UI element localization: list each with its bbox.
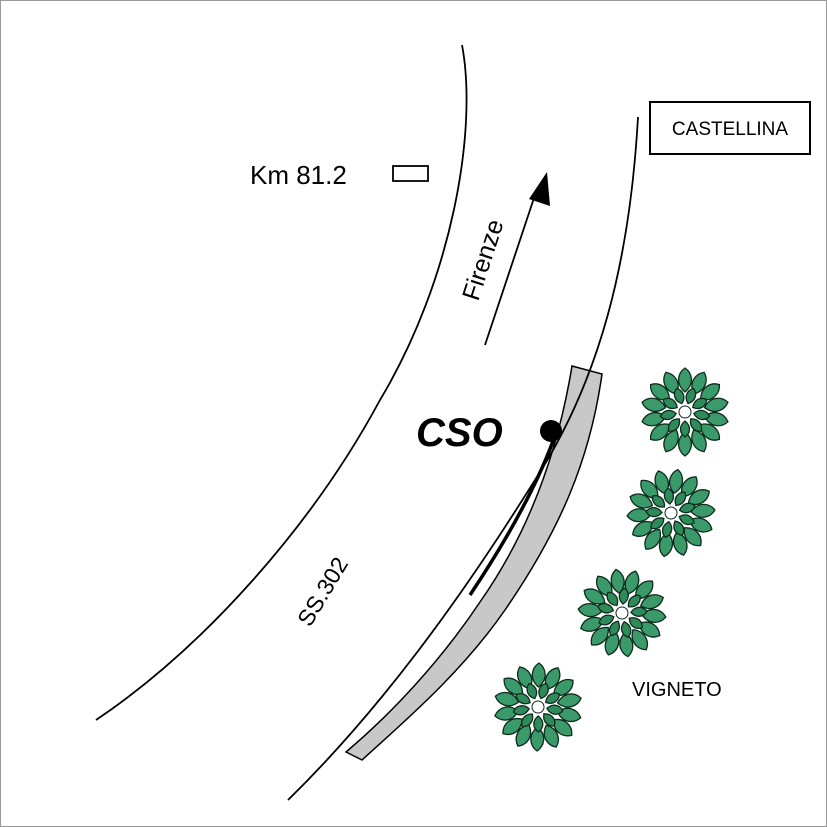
road-label: SS.302 [292, 553, 353, 631]
direction-label: Firenze [457, 216, 509, 304]
tree-icon [494, 662, 582, 752]
town-sign-label: CASTELLINA [672, 119, 788, 140]
tree-icon [626, 468, 716, 558]
road-edge-left [95, 44, 468, 721]
station-point-icon [540, 420, 562, 442]
km-marker-label: Km 81.2 [250, 160, 347, 190]
km-marker-icon [392, 165, 429, 182]
station-edge-segment [468, 429, 559, 596]
tree-icon [641, 367, 729, 457]
tree-icon [577, 568, 667, 658]
vineyard-label: VIGNETO [632, 679, 722, 701]
direction-arrow-icon [484, 172, 550, 346]
town-sign [649, 101, 811, 155]
road-edge-right [287, 116, 639, 801]
station-label: CSO [416, 411, 503, 455]
